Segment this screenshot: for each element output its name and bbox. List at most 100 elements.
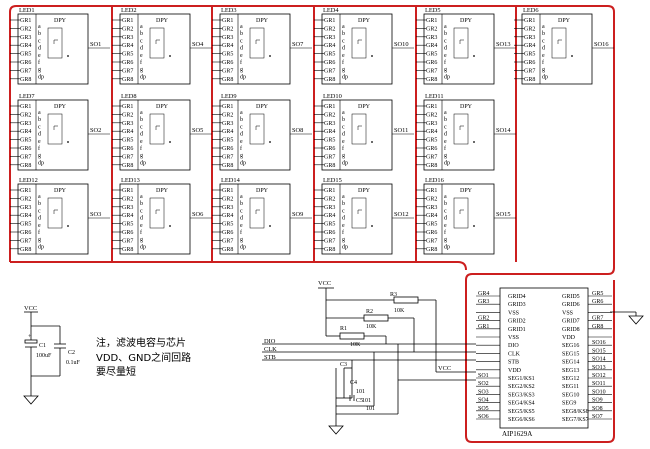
digit-dp <box>371 141 373 143</box>
led-pin-label: GR2 <box>324 26 335 32</box>
chip-net-right: SO7 <box>592 414 603 420</box>
led-pin-label: GR8 <box>122 247 133 253</box>
chip-net-left: SO5 <box>478 406 489 412</box>
digit-frame <box>453 113 469 145</box>
chip-name: AIP1629A <box>502 430 532 438</box>
segment-letter: e <box>140 139 143 145</box>
led-pin-label: GR7 <box>122 68 133 74</box>
led-pin-label: GR8 <box>324 163 335 169</box>
segment-letter: b <box>444 117 447 123</box>
led-pin-label: GR2 <box>524 26 535 32</box>
dpy-label: DPY <box>54 104 67 110</box>
led-pin-label: GR6 <box>324 230 335 236</box>
chip-pin-left: STB <box>508 360 519 366</box>
led-pin-label: GR3 <box>20 205 31 211</box>
segment-letter: e <box>240 53 243 59</box>
segment-letter: dp <box>444 74 450 80</box>
digit-frame <box>149 27 165 59</box>
led-pin-label: GR8 <box>222 163 233 169</box>
segment-letter: d <box>38 46 41 52</box>
digit-dp <box>67 225 69 227</box>
led-pin-label: GR1 <box>122 188 133 194</box>
segment-letter: d <box>140 46 143 52</box>
segment-letter: dp <box>444 160 450 166</box>
led-pin-label: GR5 <box>426 222 437 228</box>
segment-letter: c <box>444 124 447 130</box>
chip-net-right: GR6 <box>592 299 603 305</box>
segment-letter: b <box>444 31 447 37</box>
segment-letter: c <box>240 208 243 214</box>
digit-frame <box>249 27 265 59</box>
note-line-3: 要尽量短 <box>96 365 136 378</box>
segment-letter: a <box>444 24 447 30</box>
led-module: GR1GR2GR3GR4GR5GR6GR7GR8LED2DPYabcdefgdp… <box>112 7 212 85</box>
chip-net-left: SO6 <box>478 414 489 420</box>
led-pin-label: GR6 <box>222 146 233 152</box>
segment-letter: a <box>444 194 447 200</box>
segment-letter: a <box>542 24 545 30</box>
chip-pin-left: SEG1/KS1 <box>508 376 535 382</box>
led-module: GR1GR2GR3GR4GR5GR6GR7GR8LED5DPYabcdefgdp… <box>416 7 516 85</box>
segment-letter: f <box>342 229 344 236</box>
led-pin-label: GR6 <box>122 60 133 66</box>
led-output-label: SO11 <box>394 127 408 134</box>
led-module-box <box>119 13 191 85</box>
segment-letter: dp <box>140 74 146 80</box>
led-pin-label: GR3 <box>222 35 233 41</box>
led-pin-label: GR3 <box>426 35 437 41</box>
c1-name: C1 <box>39 343 46 349</box>
led-pin-label: GR4 <box>122 129 133 135</box>
led-pin-label: GR5 <box>324 222 335 228</box>
chip-pin-left: CLK <box>508 351 521 357</box>
segment-letter: e <box>342 223 345 229</box>
led-pin-label: GR3 <box>324 205 335 211</box>
r2-value: 10K <box>366 324 377 330</box>
segment-letter: b <box>342 31 345 37</box>
led-pin-label: GR8 <box>20 77 31 83</box>
chip-net-right: SO8 <box>592 406 603 412</box>
led-pin-label: GR7 <box>324 68 335 74</box>
led-output-label: SO3 <box>90 211 101 218</box>
led-pin-label: GR3 <box>20 121 31 127</box>
led-pin-label: GR5 <box>122 138 133 144</box>
led-pin-label: GR2 <box>122 112 133 118</box>
led-pin-label: GR3 <box>324 35 335 41</box>
segment-letter: g <box>38 237 41 243</box>
segment-letter: b <box>38 117 41 123</box>
led-pin-label: GR4 <box>524 43 535 49</box>
segment-letter: d <box>240 216 243 222</box>
led-pin-label: GR6 <box>524 60 535 66</box>
led-pin-label: GR2 <box>324 196 335 202</box>
led-module-box <box>119 183 191 255</box>
led-pin-label: GR6 <box>324 146 335 152</box>
led-pin-label: GR2 <box>20 26 31 32</box>
segment-letter: f <box>140 59 142 66</box>
led-pin-label: GR1 <box>324 18 335 24</box>
segment-letter: f <box>38 229 40 236</box>
segment-letter: b <box>444 201 447 207</box>
c2-name: C2 <box>68 350 75 356</box>
chip-pin-left: SEG4/KS4 <box>508 401 535 407</box>
segment-letter: g <box>140 67 143 73</box>
led-module-box <box>119 99 191 171</box>
chip-pin-right: SEG7/KS7 <box>562 417 589 423</box>
digit-dp <box>169 225 171 227</box>
segment-letter: e <box>38 223 41 229</box>
led-output-label: SO7 <box>292 41 304 48</box>
chip-net-left: GR3 <box>478 299 489 305</box>
c2-value: 0.1uF <box>66 360 81 366</box>
segment-letter: g <box>342 153 345 159</box>
r2-name: R2 <box>366 309 373 315</box>
chip-pin-left: VDD <box>508 368 522 374</box>
led-pin-label: GR3 <box>324 121 335 127</box>
segment-letter: e <box>140 223 143 229</box>
led-output-label: SO10 <box>394 41 409 48</box>
segment-letter: dp <box>240 160 246 166</box>
segment-letter: d <box>38 132 41 138</box>
led-pin-label: GR4 <box>20 213 31 219</box>
segment-letter: e <box>342 139 345 145</box>
led-pin-label: GR6 <box>222 230 233 236</box>
led-pin-label: GR5 <box>324 52 335 58</box>
chip-pin-left: SEG6/KS6 <box>508 417 535 423</box>
clk-label: CLK <box>264 346 277 353</box>
